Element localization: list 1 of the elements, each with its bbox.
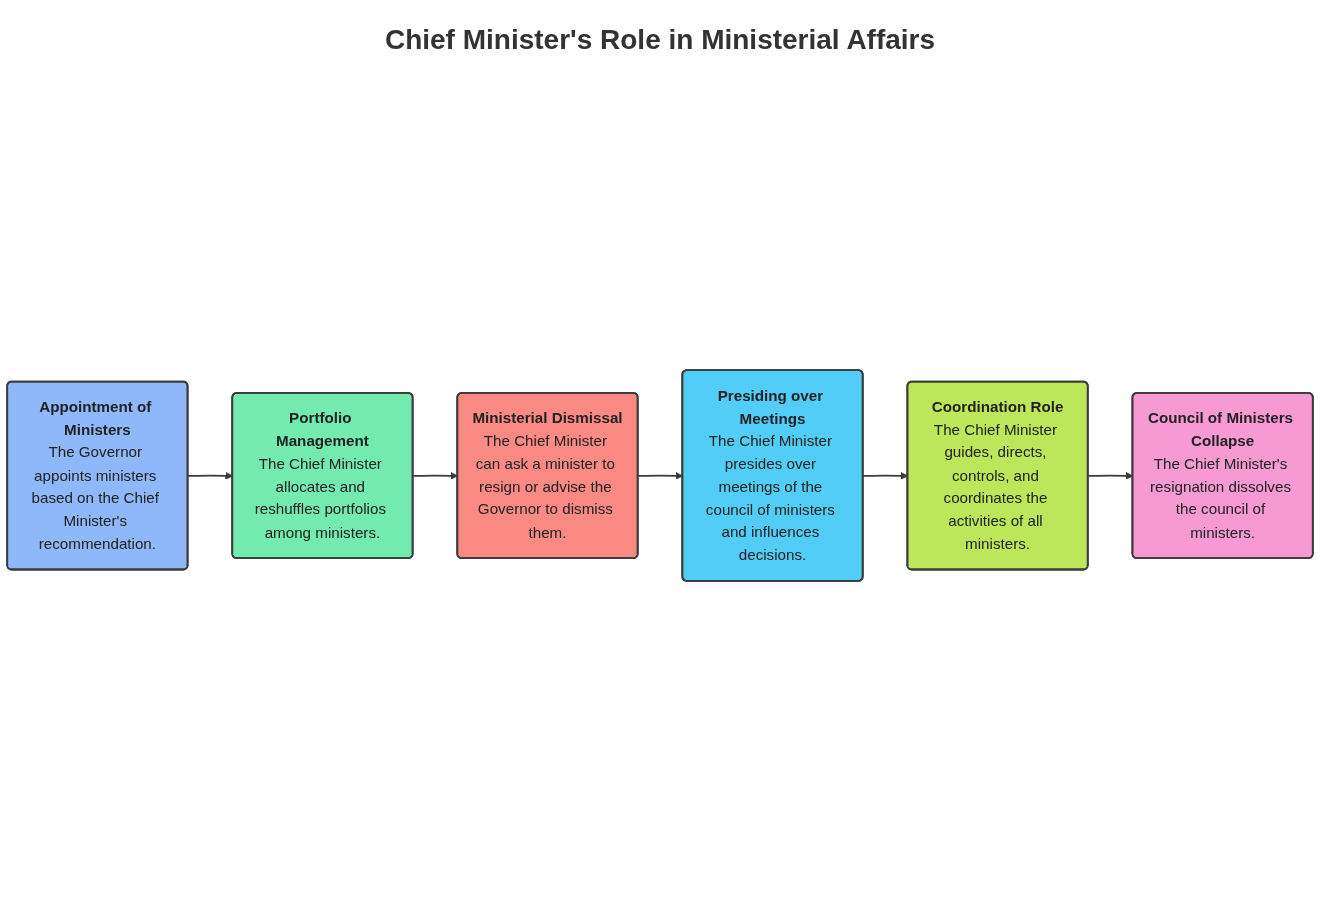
diagram-title: Chief Minister's Role in Ministerial Affairs bbox=[383, 24, 937, 56]
